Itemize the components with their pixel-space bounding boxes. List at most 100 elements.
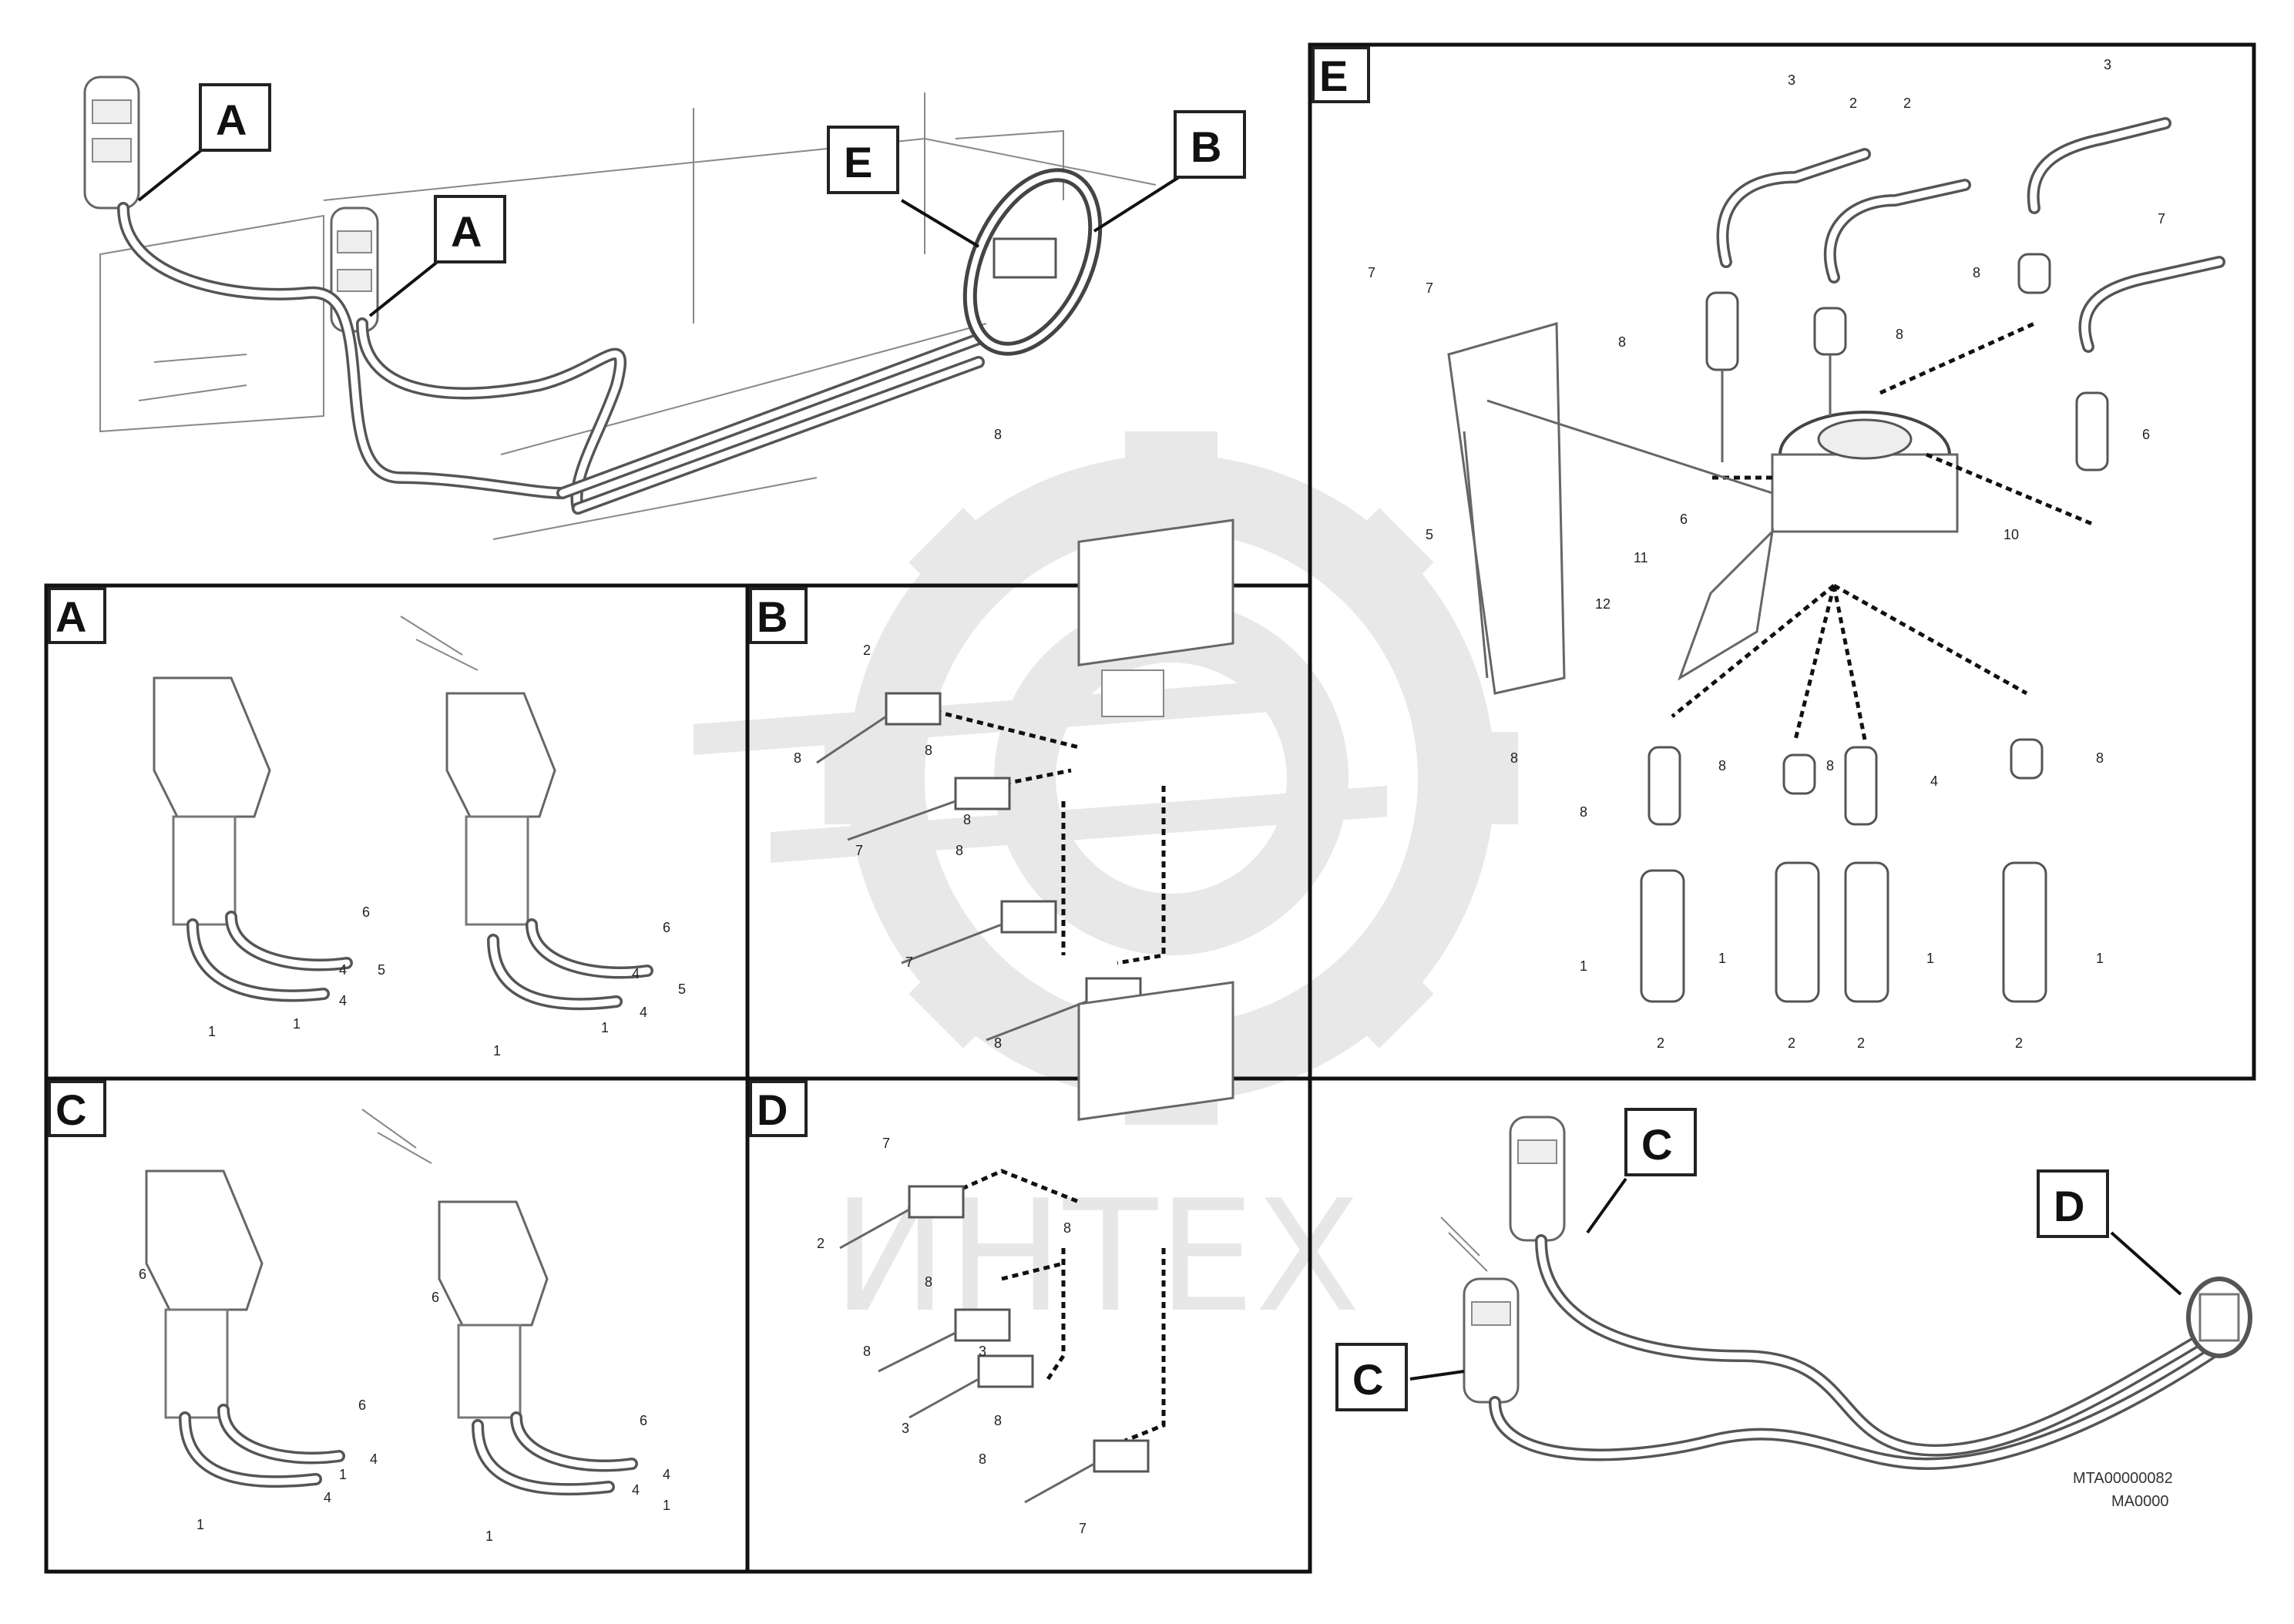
part-number: 3 xyxy=(979,1344,986,1359)
panel-d-frame xyxy=(745,1076,1312,1574)
svg-text:C: C xyxy=(55,1085,86,1134)
watermark-gear-icon xyxy=(694,431,1518,1125)
drawing-id: MTA00000082 MA0000 xyxy=(2073,1470,2173,1510)
part-number: 10 xyxy=(2003,527,2019,542)
joystick-icon xyxy=(1463,1277,1520,1404)
svg-text:B: B xyxy=(1191,122,1221,171)
part-number: 8 xyxy=(1973,265,1980,280)
panel-e: E xyxy=(1312,46,2225,1051)
valve-block-icon xyxy=(1077,981,1234,1121)
svg-text:A: A xyxy=(216,96,247,144)
part-number: 6 xyxy=(1680,512,1688,527)
part-number: 8 xyxy=(925,1274,932,1290)
part-number: 2 xyxy=(1788,1035,1795,1051)
part-number: 8 xyxy=(2096,750,2104,766)
joystick-icon xyxy=(145,1169,345,1488)
part-number: 1 xyxy=(601,1020,609,1035)
part-number: 8 xyxy=(794,750,801,766)
part-number: 8 xyxy=(1896,327,1903,342)
part-number: 1 xyxy=(663,1498,670,1513)
part-number: 8 xyxy=(994,427,1002,442)
part-number: 8 xyxy=(979,1451,986,1467)
connector-block-icon xyxy=(2186,1277,2252,1358)
part-number: 8 xyxy=(994,1413,1002,1428)
part-number: 4 xyxy=(370,1451,378,1467)
panel-c: C 6 6 4 4 1 1 6 4 4 6 1 1 xyxy=(48,1080,670,1544)
panel-d: D 7 2 8 8 3 3 8 8 8 7 xyxy=(749,981,1234,1536)
part-number: 1 xyxy=(1926,951,1934,966)
panel-label-c: C xyxy=(48,1080,106,1137)
part-number: 2 xyxy=(863,643,871,658)
part-number: 5 xyxy=(678,981,686,997)
part-number: 7 xyxy=(905,955,913,970)
part-number: 6 xyxy=(139,1267,146,1282)
part-number: 6 xyxy=(640,1413,647,1428)
part-number: 11 xyxy=(1634,550,1648,565)
part-number: 12 xyxy=(1595,596,1611,612)
part-number: 2 xyxy=(1857,1035,1865,1051)
part-number: 2 xyxy=(817,1236,825,1251)
part-number: 1 xyxy=(339,1467,347,1482)
panel-label-a: A xyxy=(48,587,106,644)
part-number: 7 xyxy=(1079,1521,1087,1536)
joystick-icon xyxy=(438,1200,638,1496)
part-number: 1 xyxy=(196,1517,204,1532)
callout-e[interactable]: E xyxy=(827,126,899,194)
overview-bottom-drawing: C C D MTA00000082 MA0000 xyxy=(1335,1108,2252,1510)
part-number: 2 xyxy=(1657,1035,1664,1051)
lower-fitting-icon xyxy=(1640,738,2047,1003)
svg-text:D: D xyxy=(2054,1182,2084,1230)
part-number: 8 xyxy=(863,1344,871,1359)
part-number: 1 xyxy=(293,1016,301,1032)
svg-text:C: C xyxy=(1641,1120,1672,1169)
svg-text:E: E xyxy=(1319,52,1348,100)
callout-b[interactable]: B xyxy=(1174,110,1246,179)
part-number: 4 xyxy=(324,1490,331,1505)
part-number: 8 xyxy=(1510,750,1518,766)
svg-text:A: A xyxy=(55,592,86,641)
panel-label-b: B xyxy=(749,587,808,644)
part-number: 6 xyxy=(358,1398,366,1413)
part-number: 2 xyxy=(1849,96,1857,111)
panel-label-d: D xyxy=(749,1080,808,1137)
panel-a: A 6 5 4 1 4 1 6 5 4 1 4 1 xyxy=(48,587,686,1059)
part-number: 7 xyxy=(2158,211,2165,226)
part-number: 8 xyxy=(1718,758,1726,773)
fitting-icon xyxy=(839,1185,1150,1504)
svg-text:A: A xyxy=(451,207,482,256)
part-number: 6 xyxy=(2142,427,2150,442)
part-number: 1 xyxy=(1718,951,1726,966)
part-number: 3 xyxy=(1788,72,1795,88)
callout-c-1[interactable]: C xyxy=(1624,1108,1697,1176)
joystick-left-icon xyxy=(83,75,140,210)
callout-d[interactable]: D xyxy=(2037,1169,2109,1238)
svg-text:MA0000: MA0000 xyxy=(2111,1493,2169,1510)
adapter-fitting-icon xyxy=(1705,253,2109,471)
part-number: 8 xyxy=(956,843,963,858)
part-number: 8 xyxy=(1063,1220,1071,1236)
part-number: 8 xyxy=(994,1035,1002,1051)
part-number: 4 xyxy=(1930,773,1938,789)
callout-c-2[interactable]: C xyxy=(1335,1343,1408,1411)
panel-c-frame xyxy=(44,1076,750,1574)
part-number: 4 xyxy=(632,1482,640,1498)
joystick-right-icon xyxy=(330,206,379,333)
part-number: 4 xyxy=(663,1467,670,1482)
joystick-icon xyxy=(445,692,653,1011)
part-number: 8 xyxy=(963,812,971,827)
svg-text:MTA00000082: MTA00000082 xyxy=(2073,1470,2173,1487)
joystick-icon xyxy=(153,676,353,1002)
panel-e-frame xyxy=(1308,42,2256,1081)
elbow-fitting-icon xyxy=(1716,117,2225,353)
part-number: 1 xyxy=(485,1528,493,1544)
manifold-block-icon xyxy=(1678,411,1959,681)
callout-a-1[interactable]: A xyxy=(199,83,271,152)
callout-a-2[interactable]: A xyxy=(434,195,506,263)
part-number: 6 xyxy=(663,920,670,935)
part-number: 5 xyxy=(1426,527,1433,542)
part-number: 4 xyxy=(632,966,640,981)
part-number: 6 xyxy=(432,1290,439,1305)
part-number: 2 xyxy=(1903,96,1911,111)
mounting-bracket-icon xyxy=(1447,322,1566,695)
